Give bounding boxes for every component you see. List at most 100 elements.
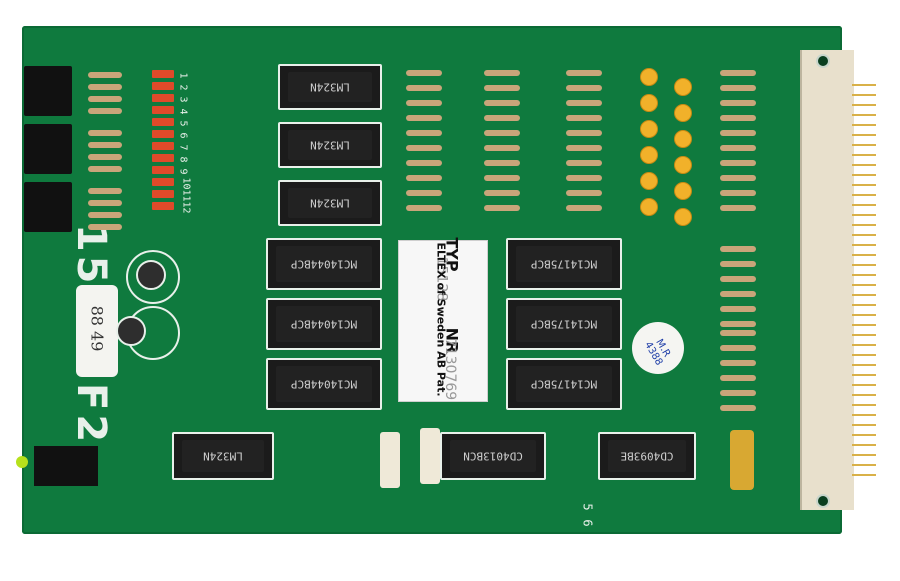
connector-pin — [852, 104, 876, 106]
resistor — [566, 145, 602, 151]
connector-pin — [852, 344, 876, 346]
resistor — [566, 70, 602, 76]
power-resistor-1 — [380, 432, 400, 488]
resistor — [720, 175, 756, 181]
dip-switch-lever — [152, 82, 174, 90]
ic-chip-label: MC14175BCP — [530, 317, 598, 331]
round-sticker: M.R 4388 — [632, 322, 684, 374]
ic-chip: CD4093BE — [598, 432, 696, 480]
ic-chip: LM324N — [278, 122, 382, 168]
handwritten-sticker: 88 49 — [76, 285, 118, 377]
resistor — [720, 85, 756, 91]
resistor — [88, 142, 122, 148]
connector-pin — [852, 374, 876, 376]
left-modules — [24, 66, 74, 232]
dip-switch-lever — [152, 142, 174, 150]
product-label: TYP 15128 NR 7130769 ELTEX of Sweden AB … — [398, 237, 488, 402]
ic-chip-body: MC14044BCP — [276, 246, 372, 282]
ceramic-capacitor — [674, 104, 692, 122]
resistor — [484, 70, 520, 76]
round-sticker-text: M.R 4388 — [642, 337, 673, 368]
ic-chip: LM324N — [278, 64, 382, 110]
dip-switch-lever — [152, 190, 174, 198]
resistor — [720, 345, 756, 351]
connector-pin — [852, 464, 876, 466]
resistor — [720, 205, 756, 211]
connector-pin — [852, 154, 876, 156]
connector-pin — [852, 134, 876, 136]
resistor — [566, 160, 602, 166]
resistor — [406, 115, 442, 121]
resistor — [484, 160, 520, 166]
ic-chip: LM324N — [278, 180, 382, 226]
resistor — [720, 100, 756, 106]
connector-pin — [852, 334, 876, 336]
resistor — [88, 188, 122, 194]
ic-chip-body: MC14175BCP — [516, 306, 612, 342]
connector-pin — [852, 194, 876, 196]
ceramic-capacitor — [640, 68, 658, 86]
resistor — [484, 205, 520, 211]
connector-pin — [852, 394, 876, 396]
resistor — [484, 190, 520, 196]
resistor — [720, 276, 756, 282]
resistor — [720, 321, 756, 327]
resistor — [720, 291, 756, 297]
electrolytic-capacitor-2 — [116, 316, 146, 346]
dip-switch-lever — [152, 94, 174, 102]
connector-pin — [852, 184, 876, 186]
resistor — [484, 175, 520, 181]
ic-chip: MC14044BCP — [266, 358, 382, 410]
resistor — [720, 190, 756, 196]
connector-pin — [852, 424, 876, 426]
silk-number: 2 — [177, 84, 189, 91]
connector-pin — [852, 204, 876, 206]
power-resistor-2 — [420, 428, 440, 484]
connector-pin — [852, 114, 876, 116]
electrolytic-capacitor-1 — [136, 260, 166, 290]
resistor — [720, 375, 756, 381]
resistor — [720, 246, 756, 252]
silk-number: 1 — [177, 72, 189, 79]
mount-hole-top — [816, 54, 830, 68]
resistor — [406, 85, 442, 91]
dip-switch-lever — [152, 154, 174, 162]
connector-pin — [852, 324, 876, 326]
dialight-module-2 — [24, 124, 72, 174]
dip-switch-lever — [152, 166, 174, 174]
ceramic-capacitor — [640, 146, 658, 164]
ic-chip-label: CD4013BCN — [463, 449, 523, 463]
connector-pin — [852, 254, 876, 256]
resistor — [720, 70, 756, 76]
ic-chip-label: CD4093BE — [620, 449, 674, 463]
resistor — [406, 205, 442, 211]
connector-pin — [852, 444, 876, 446]
capacitor-circle-1 — [126, 250, 180, 304]
film-capacitor — [730, 430, 754, 490]
connector-pin — [852, 474, 876, 476]
connector-pin — [852, 174, 876, 176]
connector-pin — [852, 314, 876, 316]
silk-number: 10 — [180, 177, 192, 190]
connector-pin — [852, 294, 876, 296]
resistor — [484, 85, 520, 91]
ic-chip-label: MC14044BCP — [290, 257, 358, 271]
resistor — [484, 130, 520, 136]
resistor — [720, 115, 756, 121]
resistor — [406, 145, 442, 151]
connector-pin — [852, 384, 876, 386]
resistor — [88, 108, 122, 114]
silk-number: 11 — [180, 189, 192, 202]
resistor — [720, 360, 756, 366]
resistor — [566, 130, 602, 136]
ic-chip-body: CD4013BCN — [450, 440, 536, 472]
connector-pin — [852, 124, 876, 126]
resistor — [88, 96, 122, 102]
resistor — [720, 160, 756, 166]
resistor — [484, 145, 520, 151]
resistor — [406, 190, 442, 196]
resistor — [720, 390, 756, 396]
resistor — [566, 190, 602, 196]
resistor — [720, 330, 756, 336]
resistor — [88, 154, 122, 160]
